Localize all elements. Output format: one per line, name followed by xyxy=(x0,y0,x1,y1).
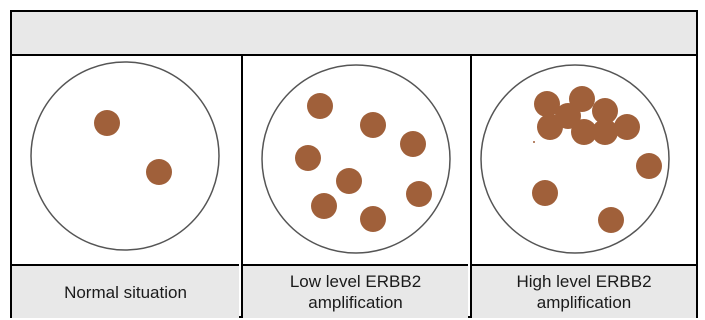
nucleus-outline xyxy=(261,64,451,254)
caption-normal: Normal situation xyxy=(12,264,239,318)
signal-dot xyxy=(537,114,563,140)
panel-high-level: High level ERBB2 amplification xyxy=(470,56,696,318)
nucleus-outline xyxy=(30,61,220,251)
signal-dot xyxy=(400,131,426,157)
signal-dot xyxy=(614,114,640,140)
signal-dot xyxy=(295,145,321,171)
erbb2-amplification-figure: Normal situation Low level ERBB2 amplifi… xyxy=(10,10,698,318)
panel-low-level: Low level ERBB2 amplification xyxy=(241,56,468,318)
signal-dot xyxy=(406,181,432,207)
signal-dot xyxy=(360,112,386,138)
signal-dot xyxy=(311,193,337,219)
header-band xyxy=(12,12,696,56)
signal-dot xyxy=(360,206,386,232)
signal-dot xyxy=(532,180,558,206)
nucleus-diagram-low-level xyxy=(261,64,451,254)
nucleus-diagram-high-level xyxy=(480,64,670,254)
caption-low-level: Low level ERBB2 amplification xyxy=(243,264,468,318)
caption-text: High level ERBB2 amplification xyxy=(516,272,652,312)
panel-normal: Normal situation xyxy=(12,56,239,318)
nucleus-outline xyxy=(480,64,670,254)
signal-dot xyxy=(592,119,618,145)
signal-dot xyxy=(636,153,662,179)
signal-dot xyxy=(307,93,333,119)
signal-dot xyxy=(533,141,535,143)
signal-dot xyxy=(592,98,618,124)
caption-text: Normal situation xyxy=(64,282,187,302)
signal-dot xyxy=(94,110,120,136)
nucleus-diagram-normal xyxy=(30,61,220,251)
signal-dot xyxy=(598,207,624,233)
signal-dot xyxy=(534,91,560,117)
caption-text: Low level ERBB2 amplification xyxy=(289,272,422,312)
signal-dot xyxy=(336,168,362,194)
signal-dot xyxy=(146,159,172,185)
signal-dot xyxy=(571,119,597,145)
caption-high-level: High level ERBB2 amplification xyxy=(472,264,696,318)
